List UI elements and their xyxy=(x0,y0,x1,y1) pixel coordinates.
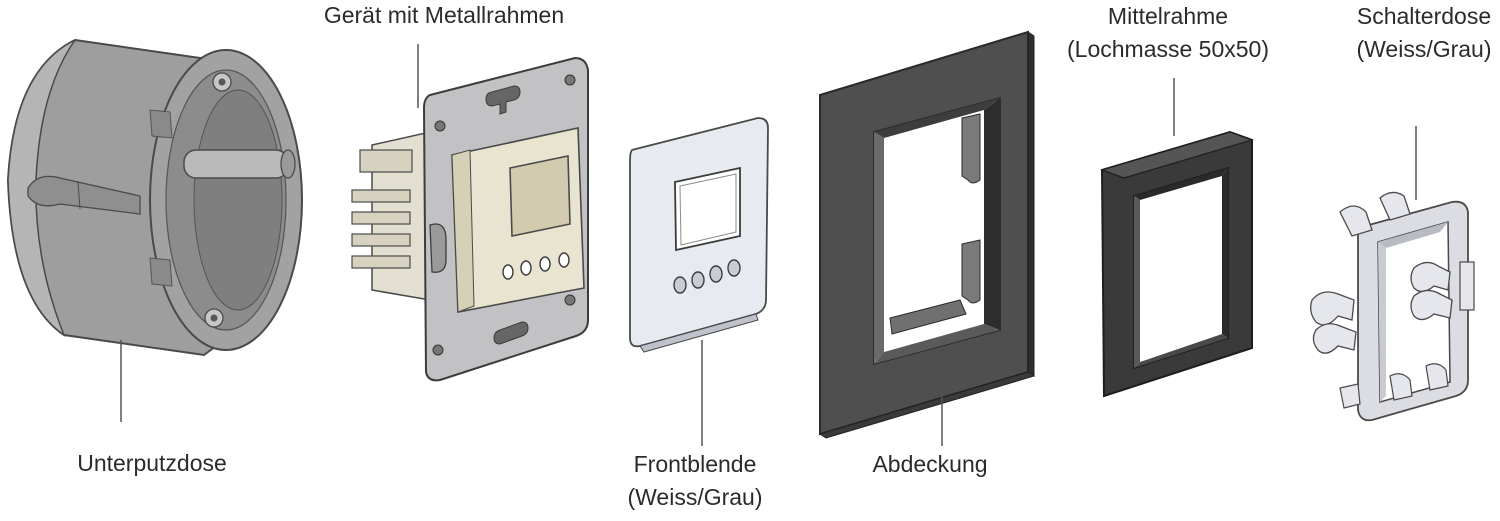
label-abdeckung: Abdeckung xyxy=(872,448,987,481)
label-schalterdose: Schalterdose (Weiss/Grau) xyxy=(1356,0,1491,66)
schalterdose-part xyxy=(1310,191,1475,422)
label-frontblende: Frontblende (Weiss/Grau) xyxy=(627,448,762,514)
label-frontblende-line2: (Weiss/Grau) xyxy=(627,484,763,510)
label-frontblende-line1: Frontblende xyxy=(633,451,757,477)
unterputzdose-part xyxy=(6,38,303,357)
geraet-part xyxy=(351,56,589,382)
label-mittelrahme: Mittelrahme (Lochmasse 50x50) xyxy=(1067,0,1269,66)
label-unterputzdose-text: Unterputzdose xyxy=(77,450,227,476)
abdeckung-part xyxy=(818,30,1036,439)
label-mittelrahme-line1: Mittelrahme xyxy=(1107,3,1229,29)
mittelrahme-part xyxy=(1100,130,1254,398)
label-unterputzdose: Unterputzdose xyxy=(77,447,227,480)
label-mittelrahme-line2: (Lochmasse 50x50) xyxy=(1067,36,1269,62)
label-abdeckung-text: Abdeckung xyxy=(872,451,988,477)
label-schalterdose-line2: (Weiss/Grau) xyxy=(1356,36,1492,62)
label-geraet-text: Gerät mit Metallrahmen xyxy=(323,2,565,28)
label-geraet: Gerät mit Metallrahmen xyxy=(324,0,564,32)
label-schalterdose-line1: Schalterdose xyxy=(1356,3,1492,29)
frontblende-part xyxy=(629,117,769,353)
